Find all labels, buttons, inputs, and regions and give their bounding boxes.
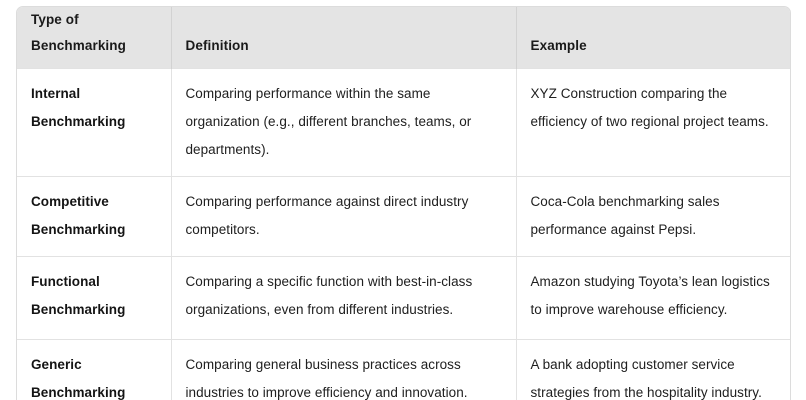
table-row: Competitive Benchmarking Comparing perfo… xyxy=(17,176,790,257)
table-header: Type of Benchmarking Definition Example xyxy=(17,7,790,69)
column-header-definition: Definition xyxy=(171,7,517,69)
benchmarking-table: Type of Benchmarking Definition Example … xyxy=(17,7,790,400)
cell-example: Coca-Cola benchmarking sales performance… xyxy=(516,176,790,257)
cell-type: Competitive Benchmarking xyxy=(17,176,172,257)
table-row: Internal Benchmarking Comparing performa… xyxy=(17,68,790,177)
cell-definition: Comparing a specific function with best-… xyxy=(171,256,517,340)
column-header-type: Type of Benchmarking xyxy=(17,7,172,69)
benchmarking-table-container: Type of Benchmarking Definition Example … xyxy=(16,6,791,400)
cell-type: Internal Benchmarking xyxy=(17,68,172,177)
cell-type: Functional Benchmarking xyxy=(17,256,172,340)
table-row: Generic Benchmarking Comparing general b… xyxy=(17,339,790,400)
table-body: Internal Benchmarking Comparing performa… xyxy=(17,68,790,400)
cell-type: Generic Benchmarking xyxy=(17,339,172,400)
column-header-example: Example xyxy=(530,38,587,53)
cell-definition: Comparing performance within the same or… xyxy=(171,68,517,177)
cell-example: Amazon studying Toyota’s lean logistics … xyxy=(516,256,790,340)
table-row: Functional Benchmarking Comparing a spec… xyxy=(17,256,790,340)
cell-definition: Comparing performance against direct ind… xyxy=(171,176,517,257)
cell-definition: Comparing general business practices acr… xyxy=(171,339,517,400)
cell-example: A bank adopting customer service strateg… xyxy=(516,339,790,400)
table-header-row: Type of Benchmarking Definition Example xyxy=(17,7,790,69)
cell-example: XYZ Construction comparing the efficienc… xyxy=(516,68,790,177)
